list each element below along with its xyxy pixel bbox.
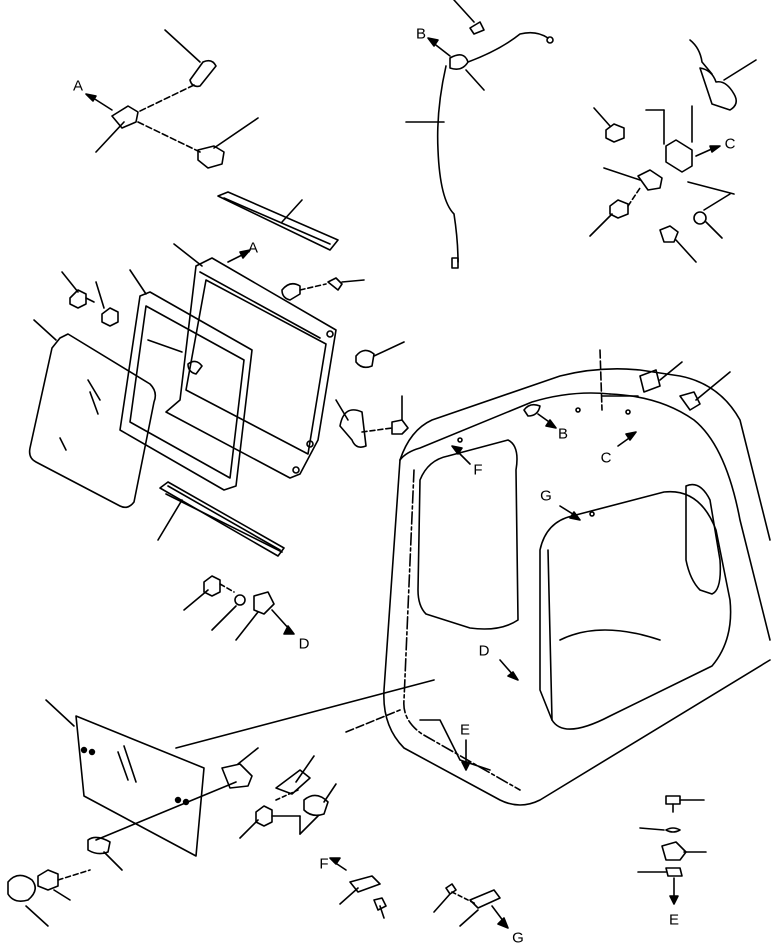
window-seal-frame: [119, 269, 253, 491]
callout-c-bracket: C: [724, 135, 736, 153]
clip-group-f: [329, 857, 387, 919]
callout-d-cab: D: [478, 642, 490, 660]
callout-e-cab: E: [459, 721, 471, 739]
door-glass: [45, 699, 205, 857]
arrow-c-bracket: [695, 145, 721, 157]
glass-pane: [28, 319, 157, 509]
callout-f-cab: F: [473, 461, 483, 479]
callout-a-top: A: [72, 77, 84, 95]
latch-assembly-a: [95, 29, 259, 169]
arrow-a-top: [85, 93, 113, 111]
cab-arrow-b: [537, 413, 557, 429]
switch-assembly-c: [589, 39, 757, 263]
callout-b-cab: B: [557, 425, 569, 443]
small-fasteners-left: [61, 271, 119, 327]
arrow-b-top: [427, 37, 451, 57]
cab-arrow-e: [461, 739, 471, 771]
window-frame-outer: [165, 243, 337, 479]
callout-d-clip: D: [298, 635, 310, 653]
lower-rail: [157, 481, 285, 557]
callout-e-clip: E: [668, 911, 680, 929]
callout-a-window: A: [247, 239, 259, 257]
harness-b: [405, 0, 554, 269]
right-side-clips: [281, 277, 409, 448]
callout-g-clip: G: [512, 929, 524, 945]
cab-body: [175, 349, 771, 806]
callout-c-cab: C: [600, 449, 612, 467]
upper-rail: [217, 191, 339, 251]
door-fasteners: [7, 747, 337, 927]
cab-arrow-f: [451, 445, 471, 465]
cab-arrow-g: [559, 505, 581, 521]
clip-group-e: [637, 795, 707, 905]
callout-f-clip: F: [319, 855, 329, 873]
cab-arrow-c: [617, 431, 637, 447]
clip-group-d: [183, 575, 295, 641]
cab-arrow-d: [499, 659, 519, 681]
callout-b-harness: B: [415, 25, 427, 43]
arrow-a-window: [227, 249, 251, 263]
clip-group-g: [433, 883, 509, 929]
callout-g-cab: G: [540, 487, 552, 505]
